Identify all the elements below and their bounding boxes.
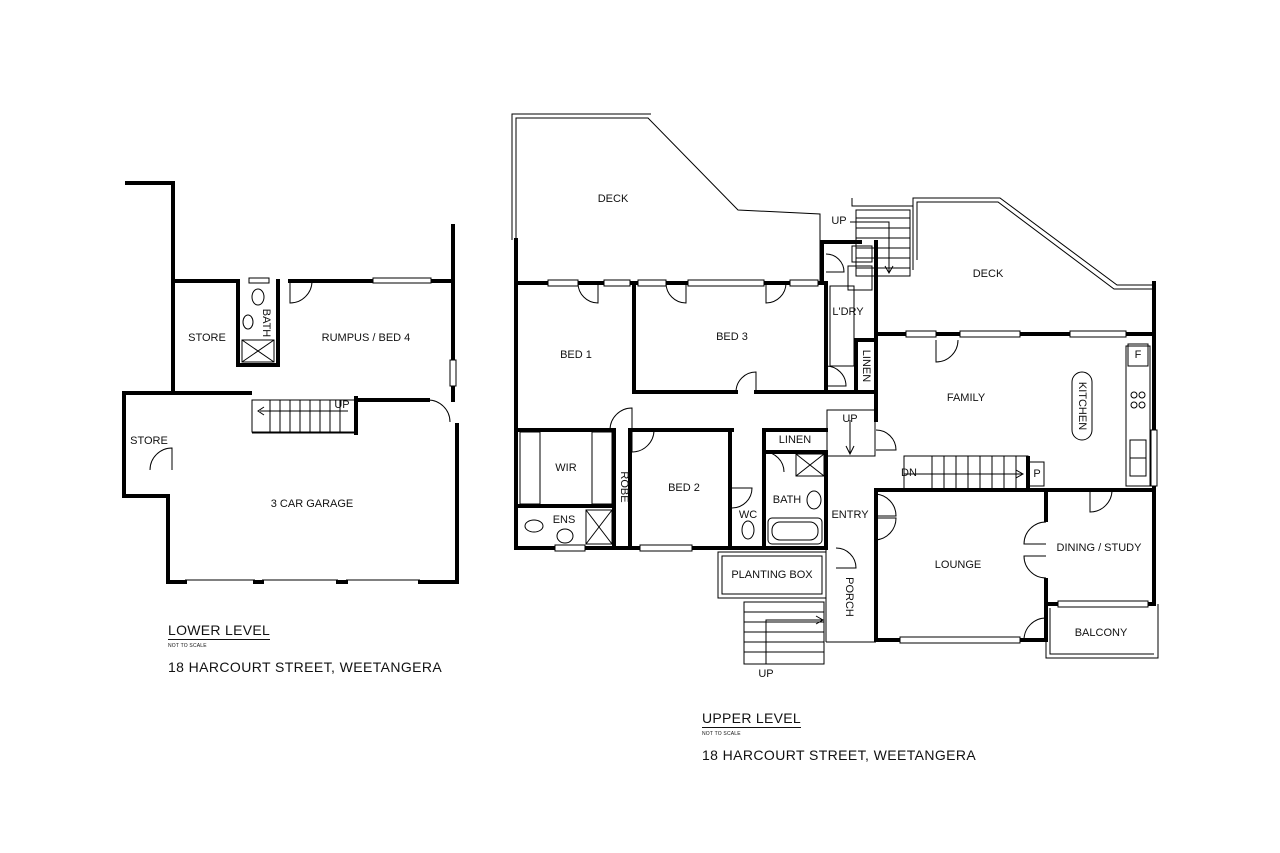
lower-level-note: NOT TO SCALE: [168, 643, 207, 649]
lower-up-label: UP: [334, 399, 349, 411]
lower-garage-label: 3 CAR GARAGE: [271, 498, 354, 510]
lower-level-plan: [122, 181, 459, 584]
planting-box-label: PLANTING BOX: [731, 569, 813, 581]
laundry-label: L'DRY: [832, 306, 864, 318]
up-hall-label: UP: [842, 413, 857, 425]
up-porch-label: UP: [758, 668, 773, 680]
upper-level-address: 18 HARCOURT STREET, WEETANGERA: [702, 747, 977, 763]
family-label: FAMILY: [947, 392, 986, 404]
balcony-label: BALCONY: [1075, 627, 1128, 639]
porch-label: PORCH: [843, 577, 855, 617]
upper-level-plan: [511, 113, 1159, 665]
kitchen-label: KITCHEN: [1076, 382, 1088, 430]
lower-stair-treads: [269, 400, 341, 432]
upper-up-deck-label: UP: [831, 215, 846, 227]
lower-store-left-label: STORE: [130, 435, 168, 447]
lower-level-caption: LOWER LEVEL NOT TO SCALE 18 HARCOURT STR…: [168, 622, 442, 675]
wir-label: WIR: [555, 462, 576, 474]
ens-label: ENS: [553, 514, 576, 526]
upper-level-caption: UPPER LEVEL NOT TO SCALE 18 HARCOURT STR…: [702, 710, 976, 763]
lower-store-top-label: STORE: [188, 332, 226, 344]
pantry-label: P: [1033, 468, 1040, 480]
wc-label: WC: [739, 509, 757, 521]
lower-bath-label: BATH: [260, 309, 272, 338]
upper-level-title: UPPER LEVEL: [702, 710, 802, 728]
bed2-label: BED 2: [668, 482, 700, 494]
upper-deck-left-label: DECK: [598, 193, 629, 205]
upper-level-note: NOT TO SCALE: [702, 731, 741, 737]
fridge-label: F: [1135, 349, 1142, 361]
dining-label: DINING / STUDY: [1057, 542, 1143, 554]
lounge-label: LOUNGE: [935, 559, 981, 571]
entry-label: ENTRY: [831, 509, 869, 521]
lower-level-address: 18 HARCOURT STREET, WEETANGERA: [168, 659, 443, 675]
bed1-label: BED 1: [560, 349, 592, 361]
lower-level-title: LOWER LEVEL: [168, 622, 271, 640]
robe-label: ROBE: [618, 471, 630, 502]
upper-deck-stair-treads: [856, 217, 910, 269]
bath-label: BATH: [773, 494, 802, 506]
dn-stair-treads: [931, 456, 1017, 490]
upper-deck-right-label: DECK: [973, 268, 1004, 280]
linen-hall-label: LINEN: [779, 434, 811, 446]
dn-label: DN: [901, 467, 917, 479]
bed3-label: BED 3: [716, 331, 748, 343]
linen-side-label: LINEN: [860, 350, 872, 382]
lower-rumpus-label: RUMPUS / BED 4: [322, 332, 411, 344]
porch-stair-treads: [744, 611, 824, 653]
